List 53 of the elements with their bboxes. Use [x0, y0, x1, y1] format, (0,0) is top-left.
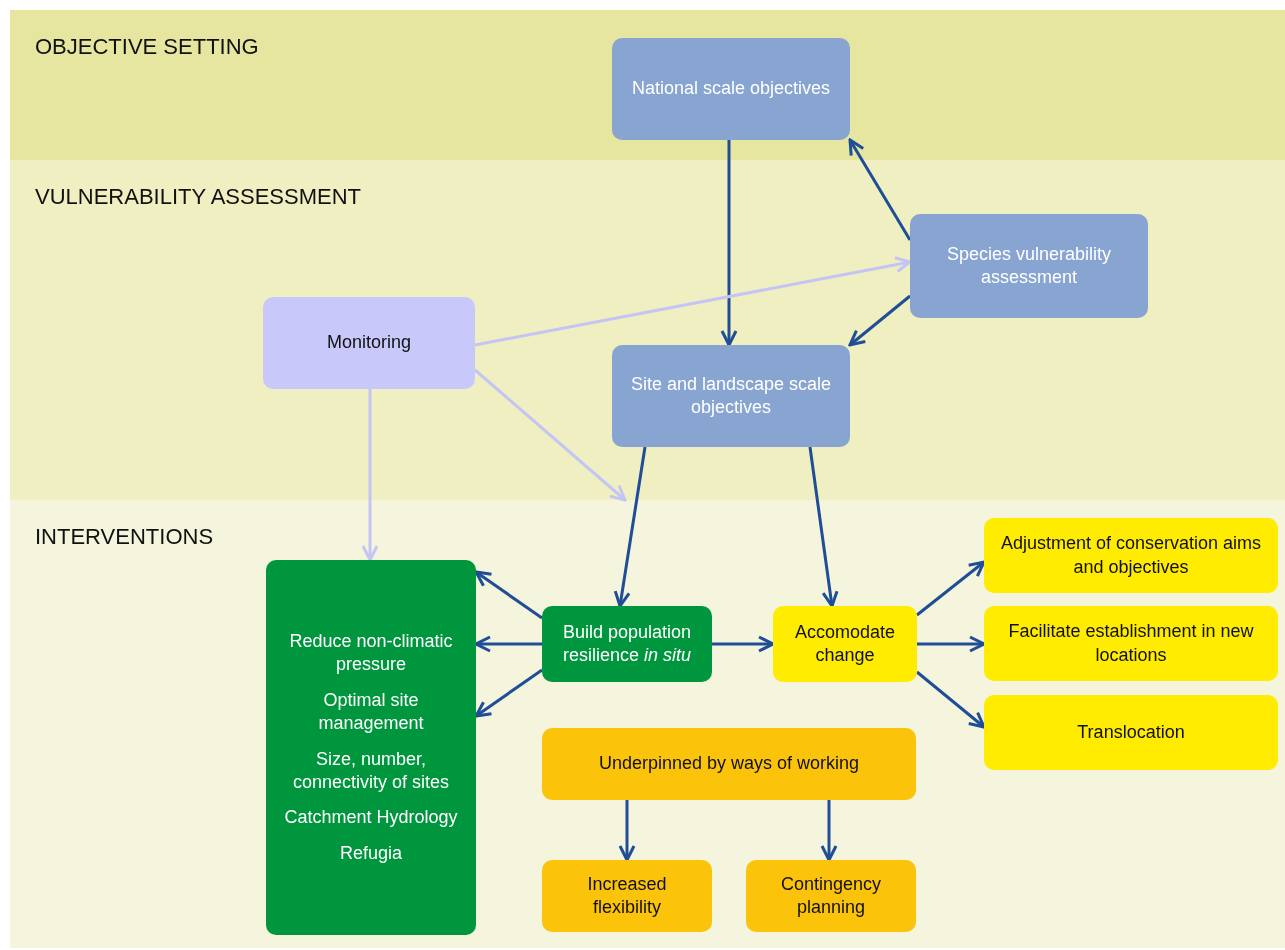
box-label: Catchment Hydrology: [284, 806, 458, 830]
section-band: [10, 10, 1285, 160]
process-box: [746, 860, 916, 932]
box-label: Underpinned by ways of working: [598, 752, 860, 776]
box-label: Contingency planning: [779, 872, 883, 919]
process-box: [266, 560, 476, 935]
process-box: [910, 214, 1148, 318]
process-box: [773, 606, 917, 682]
box-label: Translocation: [1077, 720, 1185, 744]
box-label: Adjustment of conservation aims and objectives: [999, 532, 1263, 579]
arrow: [474, 668, 543, 718]
box-label: Increased flexibility: [586, 872, 668, 919]
process-box: [542, 728, 916, 800]
box-label: Site and landscape scale objectives: [629, 372, 833, 419]
arrow: [917, 635, 986, 653]
section-heading: VULNERABILITY ASSESSMENT: [35, 184, 362, 210]
box-label: Size, number, connectivity of sites: [291, 747, 451, 794]
arrow: [474, 368, 627, 502]
arrow: [916, 670, 986, 729]
arrow: [474, 570, 543, 620]
box-label: Facilitate establishment in new locations: [1007, 620, 1255, 667]
section-heading: INTERVENTIONS: [35, 524, 214, 550]
arrow: [808, 446, 839, 608]
process-box: [612, 345, 850, 447]
arrow: [712, 635, 775, 653]
process-box: [542, 606, 712, 682]
box-label: Build population resilience in situ: [561, 620, 693, 667]
process-box: [542, 860, 712, 932]
arrow: [820, 800, 838, 862]
process-box: [263, 297, 475, 389]
arrow: [361, 389, 379, 562]
process-box: [984, 606, 1278, 681]
section-band: [10, 160, 1285, 500]
process-box: [984, 518, 1278, 593]
box-label: Optimal site management: [317, 688, 425, 736]
arrow: [613, 446, 647, 608]
arrow: [618, 800, 636, 862]
arrow: [916, 560, 986, 617]
box-label: Monitoring: [326, 331, 411, 355]
arrow: [474, 635, 542, 653]
section-band: [10, 500, 1285, 948]
box-label: National scale objectives: [631, 77, 831, 101]
box-label: Reduce non-climatic pressure: [288, 629, 454, 677]
arrow: [848, 294, 911, 347]
arrow: [848, 138, 912, 241]
box-label: Species vulnerability assessment: [945, 242, 1113, 289]
box-label: Accomodate change: [793, 620, 897, 667]
process-box: [612, 38, 850, 140]
arrow: [474, 256, 912, 347]
arrow: [720, 140, 738, 347]
box-label: Refugia: [339, 841, 402, 865]
section-heading: OBJECTIVE SETTING: [35, 34, 259, 60]
process-box: [984, 695, 1278, 770]
